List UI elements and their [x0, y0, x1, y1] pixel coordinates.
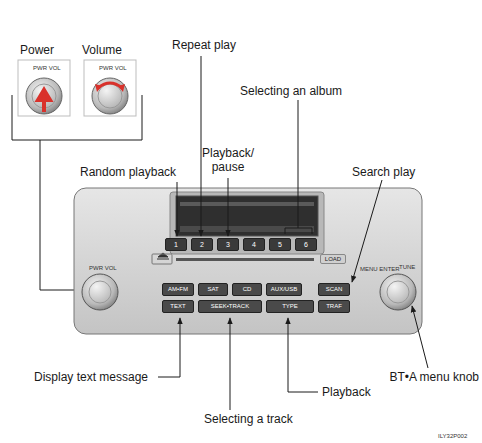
button-label: 4	[252, 241, 256, 248]
callout-label: Search play	[352, 165, 415, 179]
printed-marking: PWR VOL	[33, 65, 61, 72]
button-label: 5	[278, 241, 282, 248]
panel-button: SEEK•TRACK	[198, 300, 262, 313]
callout-label: Display text message	[34, 370, 148, 384]
printed-marking: ILY32P002	[438, 433, 467, 440]
panel-button: TYPE	[266, 300, 314, 313]
button-label: LOAD	[325, 256, 341, 263]
button-label: CD	[243, 286, 252, 293]
callout-label: BT•A menu knob	[389, 370, 479, 384]
callout-label: Power	[20, 43, 54, 57]
button-label: 2	[200, 241, 204, 248]
button-label: SEEK•TRACK	[211, 303, 249, 310]
callout-label: Random playback	[80, 165, 176, 179]
callout-label: Selecting an album	[240, 84, 342, 98]
callout-label: Repeat play	[172, 38, 236, 52]
knob-inset	[18, 60, 70, 116]
button-label: TYPE	[282, 303, 298, 310]
panel-button: TEXT	[162, 300, 194, 313]
button-label: AUX/USB	[271, 286, 297, 293]
panel-button: 4	[243, 238, 265, 251]
panel-button: 2	[191, 238, 213, 251]
panel-button: SAT	[198, 283, 228, 296]
panel-button: AUX/USB	[266, 283, 302, 296]
panel-button: LOAD	[320, 254, 346, 264]
callout-label: Volume	[82, 43, 122, 57]
printed-marking: MENU ENTER	[360, 266, 400, 273]
panel-button: 1	[165, 238, 187, 251]
panel-button: SCAN	[318, 283, 350, 296]
button-label: 3	[226, 241, 230, 248]
printed-marking: PWR VOL	[99, 65, 127, 72]
callout-label: Playback	[322, 385, 371, 399]
button-label: TEXT	[170, 303, 185, 310]
panel-button: AM•FM	[162, 283, 194, 296]
panel-button: CD	[232, 283, 262, 296]
printed-marking: TUNE	[399, 264, 415, 271]
button-label: TRAF	[326, 303, 342, 310]
leader-lines	[158, 56, 428, 410]
button-label: SAT	[207, 286, 218, 293]
panel-button: TRAF	[318, 300, 350, 313]
audio-panel	[74, 188, 422, 334]
button-label: 6	[304, 241, 308, 248]
panel-button: 6	[295, 238, 317, 251]
button-label: 1	[174, 241, 178, 248]
knob-inset	[84, 60, 136, 116]
button-label: SCAN	[326, 286, 343, 293]
printed-marking: PWR VOL	[89, 265, 117, 272]
panel-button: 5	[269, 238, 291, 251]
button-label: AM•FM	[168, 286, 188, 293]
panel-button: 3	[217, 238, 239, 251]
callout-label: Selecting a track	[204, 412, 293, 426]
callout-label: Playback/ pause	[200, 146, 256, 174]
